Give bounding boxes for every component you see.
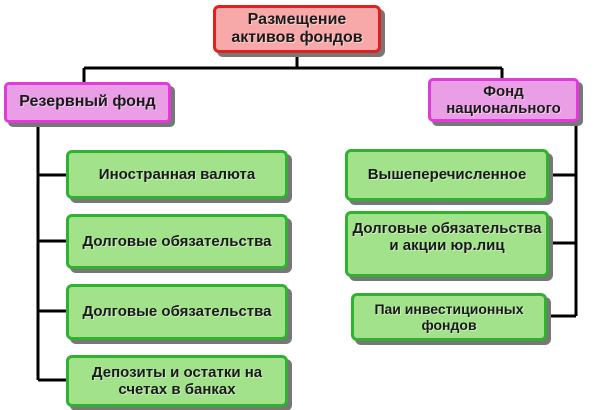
left-child-2: Долговые обязательства	[66, 214, 288, 269]
right-child-3-label: Паи инвестиционных фондов	[374, 300, 524, 333]
right-child-1: Вышеперечисленное	[345, 149, 549, 201]
reserve-fund-node: Резервный фонд	[4, 82, 171, 123]
national-fund-label: Фонд национального	[446, 82, 561, 117]
root-node-label: Размещение активов фондов	[231, 10, 363, 46]
left-child-1-label: Иностранная валюта	[98, 165, 256, 183]
reserve-fund-label: Резервный фонд	[19, 93, 156, 111]
left-child-4: Депозиты и остатки на счетах в банках	[66, 355, 288, 407]
national-fund-node: Фонд национального	[428, 78, 579, 122]
right-child-2: Долговые обязательства и акции юр.лиц	[345, 211, 549, 277]
left-child-3: Долговые обязательства	[66, 284, 288, 340]
left-child-2-label: Долговые обязательства	[82, 232, 272, 250]
right-child-3: Паи инвестиционных фондов	[351, 293, 547, 341]
right-child-1-label: Вышеперечисленное	[367, 166, 527, 184]
right-child-2-label: Долговые обязательства и акции юр.лиц	[352, 220, 542, 255]
left-child-3-label: Долговые обязательства	[82, 303, 272, 321]
left-child-4-label: Депозиты и остатки на счетах в банках	[91, 363, 263, 398]
left-child-1: Иностранная валюта	[66, 150, 288, 199]
root-node: Размещение активов фондов	[213, 5, 381, 53]
